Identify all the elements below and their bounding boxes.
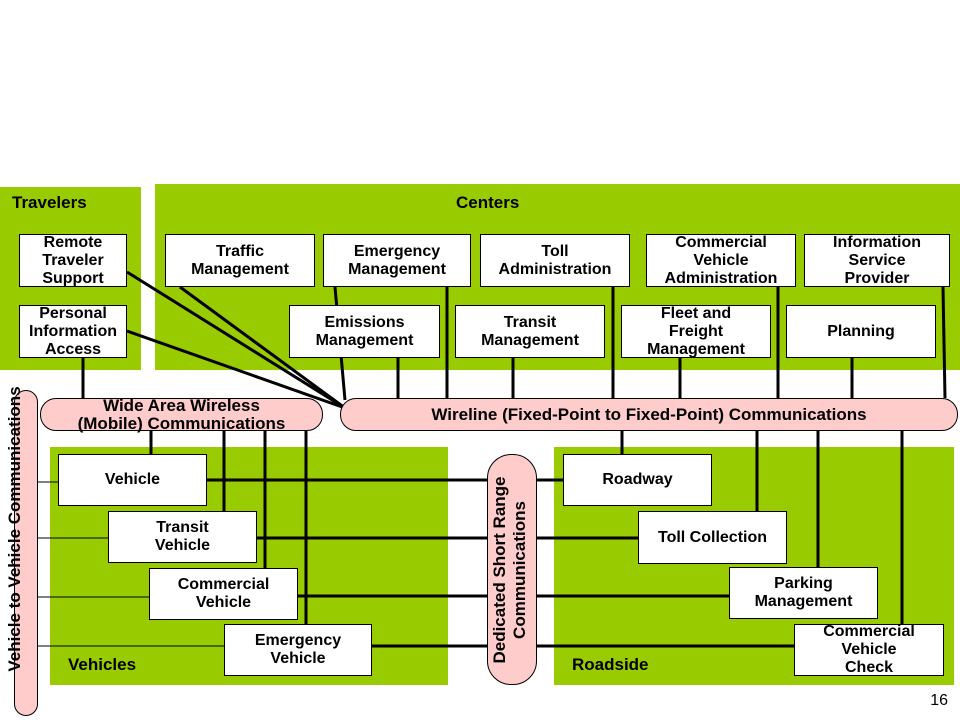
link-personal-info-access — [126, 329, 346, 410]
page-number: 16 — [930, 692, 948, 709]
dsrc-bar[interactable] — [487, 454, 537, 685]
vehicle-to-vehicle-label: Vehicle to Vehicle Communications — [5, 386, 24, 672]
link-remote-traveler-support — [126, 270, 346, 410]
emergency-vehicle-box[interactable]: Emergency Vehicle — [224, 624, 372, 676]
emergency-management-box[interactable]: Emergency Management — [323, 234, 471, 287]
traffic-management-box[interactable]: Traffic Management — [165, 234, 315, 287]
commercial-vehicle-administration-box[interactable]: Commercial Vehicle Administration — [646, 234, 796, 287]
information-service-provider-box[interactable]: Information Service Provider — [804, 234, 950, 287]
toll-administration-box[interactable]: Toll Administration — [480, 234, 630, 287]
roadway-box[interactable]: Roadway — [563, 454, 712, 506]
personal-information-access-box[interactable]: Personal Information Access — [19, 305, 127, 358]
vehicles-label: Vehicles — [68, 655, 137, 674]
link-traffic-management — [179, 285, 346, 410]
parking-management-box[interactable]: Parking Management — [729, 567, 878, 619]
commercial-vehicle-check-box[interactable]: Commercial Vehicle Check — [794, 623, 944, 676]
dsrc-label: Dedicated Short Range Communications — [490, 476, 529, 664]
link-isp — [941, 286, 947, 399]
commercial-vehicle-box[interactable]: Commercial Vehicle — [149, 568, 298, 620]
centers-label: Centers — [456, 193, 520, 212]
travelers-label: Travelers — [12, 193, 87, 212]
remote-traveler-support-box[interactable]: Remote Traveler Support — [19, 234, 127, 287]
fleet-freight-management-box[interactable]: Fleet and Freight Management — [621, 305, 771, 358]
planning-box[interactable]: Planning — [786, 305, 936, 358]
toll-collection-box[interactable]: Toll Collection — [638, 511, 787, 564]
emissions-management-box[interactable]: Emissions Management — [289, 305, 440, 358]
roadside-label: Roadside — [572, 655, 649, 674]
transit-vehicle-box[interactable]: Transit Vehicle — [108, 511, 257, 563]
wide-area-wireless-bar[interactable]: Wide Area Wireless (Mobile) Communicatio… — [40, 396, 323, 432]
wireline-communications-bar[interactable]: Wireline (Fixed-Point to Fixed-Point) Co… — [340, 398, 958, 431]
transit-management-box[interactable]: Transit Management — [455, 305, 605, 358]
vehicle-box[interactable]: Vehicle — [58, 454, 207, 506]
vehicle-to-vehicle-bar[interactable] — [14, 390, 38, 716]
